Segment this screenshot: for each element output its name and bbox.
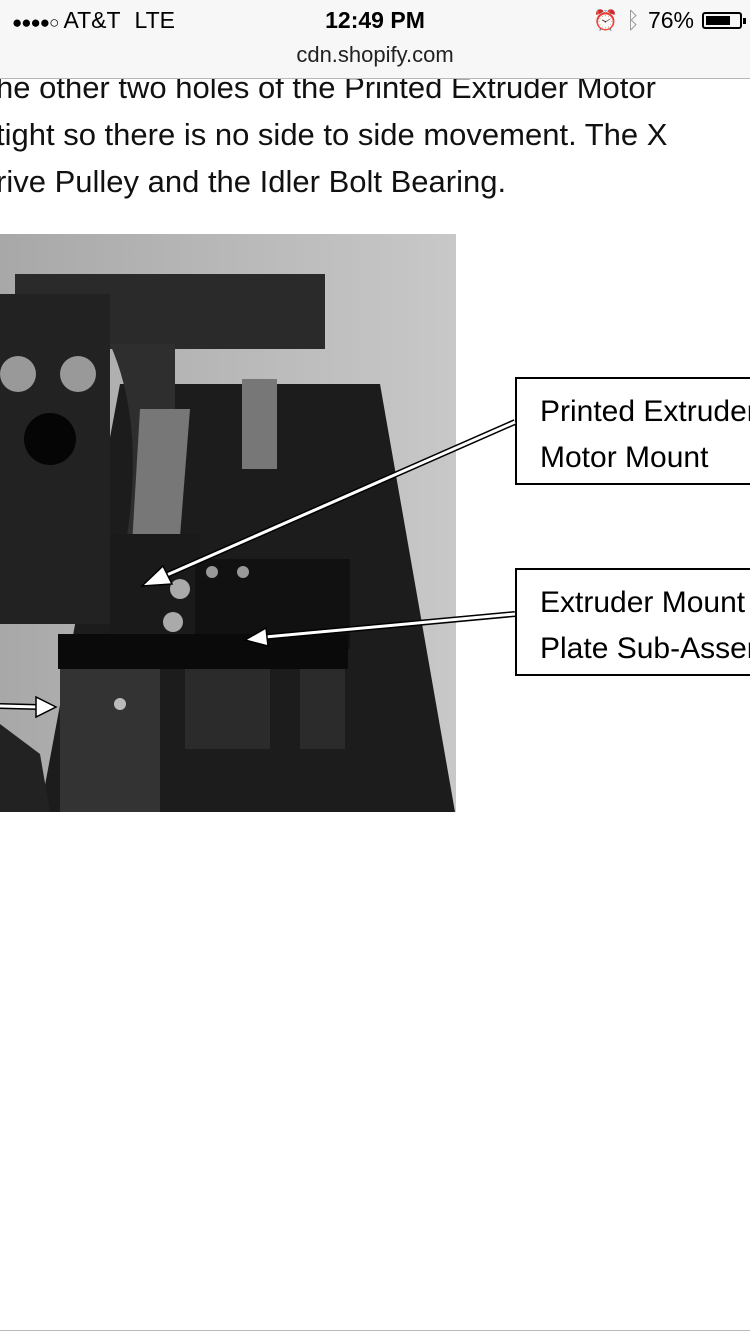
status-bar: ●●●●○ AT&T LTE 12:49 PM ⏰ ᛒ 76% cdn.shop… <box>0 0 750 79</box>
callout-text: Plate Sub-Assembly <box>540 632 750 665</box>
alarm-icon: ⏰ <box>593 10 619 32</box>
callout-text: Extruder Mount <box>540 586 746 619</box>
extruder-photo <box>0 234 456 812</box>
text-line: rive Pulley and the Idler Bolt Bearing. <box>0 164 507 199</box>
bluetooth-icon: ᛒ <box>626 7 640 33</box>
network-type: LTE <box>134 7 176 33</box>
signal-strength-icon: ●●●●○ <box>12 13 59 32</box>
url-bar[interactable]: cdn.shopify.com <box>296 42 454 67</box>
callout-text: Motor Mount <box>540 441 709 474</box>
callout-mount-plate: Extruder Mount Plate Sub-Assembly <box>515 568 750 676</box>
divider <box>0 1330 750 1331</box>
carrier-name: AT&T <box>63 7 121 33</box>
text-line: tight so there is no side to side moveme… <box>0 117 668 152</box>
clock: 12:49 PM <box>325 7 425 33</box>
status-icons: ⏰ ᛒ 76% <box>593 7 746 34</box>
battery-percent: 76% <box>647 7 694 33</box>
carrier-info: ●●●●○ AT&T LTE <box>12 7 175 34</box>
battery-icon <box>702 12 746 29</box>
article-text: he other two holes of the Printed Extrud… <box>0 64 667 205</box>
callout-motor-mount: Printed Extruder Motor Mount <box>515 377 750 485</box>
callout-text: Printed Extruder <box>540 395 750 428</box>
